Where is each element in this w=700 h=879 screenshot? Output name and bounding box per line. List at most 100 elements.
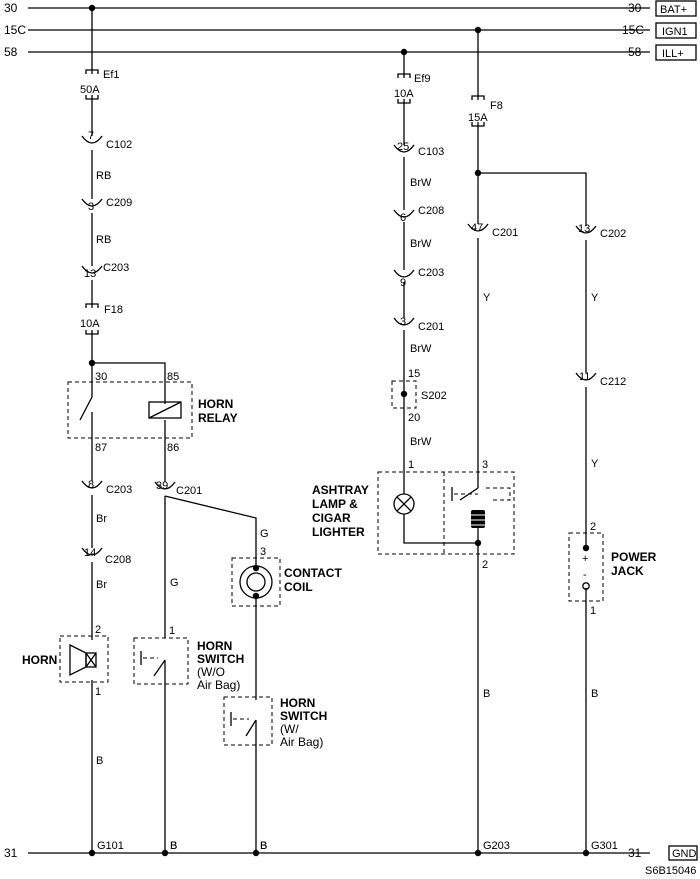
bus-15c-right-label: 15C <box>622 23 644 37</box>
svg-text:B: B <box>170 840 177 852</box>
svg-text:C202: C202 <box>600 228 626 240</box>
svg-text:RB: RB <box>96 234 111 246</box>
svg-text:11: 11 <box>579 371 590 383</box>
svg-text:S202: S202 <box>421 390 447 402</box>
ashtray-lamp-cigar-lighter: 1 3 2 ASHTRAY LAMP & CIGAR LIGHTER <box>312 459 515 571</box>
horn-relay: 30 85 87 86 HORN RELAY <box>67 371 238 454</box>
svg-text:7: 7 <box>88 130 94 142</box>
power-buses: 30 15C 58 31 30 15C 58 31 BAT+ IGN1 ILL+… <box>4 0 698 861</box>
ground-labels: G101 B B G203 G301 <box>97 840 618 852</box>
svg-text:Y: Y <box>591 292 599 304</box>
svg-text:Ef9: Ef9 <box>414 73 431 85</box>
svg-text:30: 30 <box>95 371 107 383</box>
svg-text:B: B <box>483 688 490 700</box>
svg-text:C208: C208 <box>418 205 444 217</box>
ign1-tag: IGN1 <box>662 26 688 38</box>
svg-text:B: B <box>260 840 267 852</box>
svg-text:CIGAR: CIGAR <box>312 511 351 525</box>
svg-text:BrW: BrW <box>410 436 432 448</box>
svg-text:LIGHTER: LIGHTER <box>312 525 365 539</box>
svg-text:1: 1 <box>169 625 175 637</box>
svg-text:14: 14 <box>84 547 96 559</box>
svg-text:15A: 15A <box>468 112 488 124</box>
bus-15c-left-label: 15C <box>4 23 26 37</box>
svg-text:G: G <box>260 528 269 540</box>
fuse-f8: F8 15A <box>468 95 503 127</box>
horn-switch-no-airbag: 1 HORN SWITCH (W/O Air Bag) <box>133 625 244 692</box>
bus-58-left-label: 58 <box>4 45 18 59</box>
horn-relay-label: HORN <box>198 397 233 411</box>
svg-text:Y: Y <box>483 292 491 304</box>
svg-text:(W/: (W/ <box>280 722 299 736</box>
bat-plus-tag: BAT+ <box>660 4 687 16</box>
connectors: 7 C102 3 C209 13 C203 8 C203 14 C208 39 … <box>81 130 626 566</box>
fuse-ef9: Ef9 10A <box>394 73 431 104</box>
svg-text:G203: G203 <box>483 840 510 852</box>
svg-text:G: G <box>170 577 179 589</box>
svg-text:C102: C102 <box>106 139 132 151</box>
svg-text:B: B <box>96 755 103 767</box>
svg-text:C201: C201 <box>492 227 518 239</box>
svg-text:C212: C212 <box>600 376 626 388</box>
svg-text:C203: C203 <box>418 267 444 279</box>
svg-text:JACK: JACK <box>611 564 644 578</box>
svg-text:1: 1 <box>590 605 596 617</box>
svg-text:C203: C203 <box>103 262 129 274</box>
bus-58-right-label: 58 <box>628 45 642 59</box>
svg-text:B: B <box>260 840 267 852</box>
junctions <box>88 4 590 857</box>
svg-text:15: 15 <box>408 368 420 380</box>
svg-text:G301: G301 <box>591 840 618 852</box>
svg-text:8: 8 <box>88 479 94 491</box>
svg-text:13: 13 <box>84 268 96 280</box>
svg-text:(W/O: (W/O <box>197 665 225 679</box>
svg-text:RB: RB <box>96 170 111 182</box>
svg-text:3: 3 <box>482 459 488 471</box>
bus-30-right-label: 30 <box>628 1 642 15</box>
horn-label: HORN <box>22 653 57 667</box>
svg-text:50A: 50A <box>80 84 100 96</box>
svg-text:C208: C208 <box>105 554 131 566</box>
svg-text:F18: F18 <box>104 304 123 316</box>
svg-text:C209: C209 <box>106 197 132 209</box>
bus-30-left-label: 30 <box>4 1 18 15</box>
svg-text:C201: C201 <box>418 321 444 333</box>
svg-text:Y: Y <box>591 458 599 470</box>
svg-text:Br: Br <box>96 513 107 525</box>
svg-text:B: B <box>170 840 177 852</box>
svg-text:LAMP &: LAMP & <box>312 497 358 511</box>
svg-text:3: 3 <box>400 316 406 328</box>
wire-color-labels: RB RB Br Br G G B B B BrW BrW BrW BrW Y … <box>96 170 599 852</box>
svg-text:BrW: BrW <box>410 343 432 355</box>
svg-text:C203: C203 <box>106 484 132 496</box>
ill-plus-tag: ILL+ <box>662 48 684 60</box>
svg-text:Air Bag): Air Bag) <box>280 735 323 749</box>
bus-31-right-label: 31 <box>628 846 642 860</box>
fuse-ef1: Ef1 50A <box>80 69 120 100</box>
svg-text:B: B <box>591 688 598 700</box>
svg-text:BrW: BrW <box>410 177 432 189</box>
svg-text:25: 25 <box>397 141 409 153</box>
svg-text:Ef1: Ef1 <box>103 69 120 81</box>
svg-text:10A: 10A <box>394 88 414 100</box>
svg-text:CONTACT: CONTACT <box>284 566 342 580</box>
diagram-id: S6B15046 <box>645 865 696 877</box>
svg-text:Air Bag): Air Bag) <box>197 678 240 692</box>
svg-text:-: - <box>583 569 587 581</box>
svg-text:2: 2 <box>590 521 596 533</box>
splice-s202: 15 S202 20 <box>391 368 447 424</box>
svg-text:BrW: BrW <box>410 238 432 250</box>
svg-text:Br: Br <box>96 579 107 591</box>
svg-text:6: 6 <box>400 212 406 224</box>
svg-text:86: 86 <box>167 442 179 454</box>
svg-text:POWER: POWER <box>611 550 657 564</box>
bus-31-left-label: 31 <box>4 846 18 860</box>
svg-text:C103: C103 <box>418 146 444 158</box>
svg-text:SWITCH: SWITCH <box>197 652 244 666</box>
svg-text:13: 13 <box>578 223 590 235</box>
svg-text:20: 20 <box>408 412 420 424</box>
svg-text:47: 47 <box>471 222 483 234</box>
svg-text:1: 1 <box>408 459 414 471</box>
svg-text:RELAY: RELAY <box>198 411 238 425</box>
